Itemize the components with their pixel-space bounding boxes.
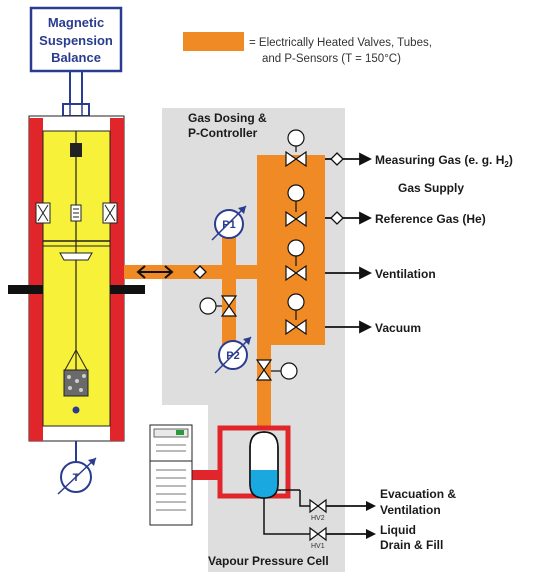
valve-hv1: HV1 bbox=[309, 526, 376, 550]
measuring-gas-label: Measuring Gas (e. g. H2) bbox=[375, 153, 513, 169]
manifold-valves-left bbox=[285, 129, 307, 336]
ventilation-label: Ventilation bbox=[375, 267, 436, 281]
balance-label-1: Magnetic bbox=[48, 15, 104, 30]
evacuation-label-1: Evacuation & bbox=[380, 487, 456, 501]
temperature-sensor: T bbox=[57, 441, 97, 495]
measuring-cell bbox=[8, 115, 145, 442]
valve-p1-p2 bbox=[199, 295, 238, 317]
valve-hv2: HV2 bbox=[309, 498, 376, 522]
magnetic-coupling bbox=[62, 71, 90, 117]
balance-label-2: Suspension bbox=[39, 33, 113, 48]
temperature-sensor-label: T bbox=[73, 472, 80, 484]
balance-box bbox=[29, 6, 123, 73]
vapour-pressure-cell bbox=[190, 425, 320, 535]
diamond-valve-measuring bbox=[330, 152, 344, 166]
transfer-arrow bbox=[136, 265, 174, 279]
thermostat-bath bbox=[149, 424, 193, 526]
pressure-sensor-p1: P1 bbox=[211, 205, 247, 241]
liquid-label-1: Liquid bbox=[380, 523, 416, 537]
valve-vapour-cell bbox=[255, 359, 298, 381]
p1-label: P1 bbox=[222, 219, 235, 231]
pressure-sensor-p2: P2 bbox=[214, 336, 252, 374]
hv2-tag: HV2 bbox=[311, 515, 325, 522]
evacuation-label-2: Ventilation bbox=[380, 503, 441, 517]
output-arrows bbox=[325, 152, 373, 334]
legend-swatch bbox=[183, 32, 244, 51]
gas-supply-label: Gas Supply bbox=[398, 181, 464, 195]
reference-gas-label: Reference Gas (He) bbox=[375, 212, 486, 226]
heated-tubing bbox=[124, 155, 325, 430]
liquid-label-2: Drain & Fill bbox=[380, 538, 443, 552]
small-diamond-valve-left bbox=[193, 265, 207, 279]
legend-text-2: and P-Sensors (T = 150°C) bbox=[262, 53, 401, 65]
gas-dosing-label-1: Gas Dosing & bbox=[188, 111, 267, 125]
diamond-valve-reference bbox=[330, 211, 344, 225]
gas-dosing-label-2: P-Controller bbox=[188, 126, 258, 140]
balance-label-3: Balance bbox=[51, 50, 101, 65]
legend-text-1: = Electrically Heated Valves, Tubes, bbox=[249, 37, 432, 49]
vapour-cell-label: Vapour Pressure Cell bbox=[208, 554, 329, 568]
vacuum-label: Vacuum bbox=[375, 321, 421, 335]
hv1-tag: HV1 bbox=[311, 543, 325, 550]
